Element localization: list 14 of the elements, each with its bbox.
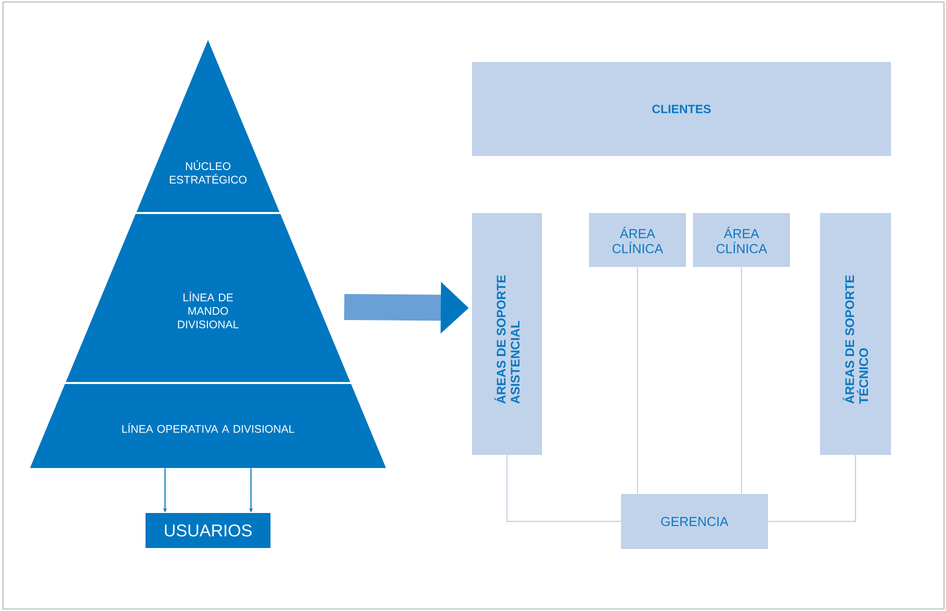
connector-line	[768, 455, 856, 522]
process-box: ÁREA CLÍNICA	[589, 213, 686, 267]
connector-line	[506, 455, 621, 522]
process-box: ÁREA CLÍNICA	[693, 213, 790, 267]
connector-line	[636, 267, 638, 494]
process-box: USUARIOS	[146, 512, 270, 548]
pyramid-band: LÍNEA DE MANDO DIVISIONAL	[66, 214, 350, 382]
process-box: GERENCIA	[621, 494, 768, 549]
process-box: CLIENTES	[472, 62, 891, 156]
connector-line	[740, 267, 742, 494]
pyramid-band: LÍNEA OPERATIVA A DIVISIONAL	[30, 384, 386, 468]
pyramid-band: NÚCLEO ESTRATÉGICO	[136, 40, 280, 212]
process-box: ÁREAS DE SOPORTE TÉCNICO	[820, 213, 891, 455]
process-box: ÁREAS DE SOPORTE ASISTENCIAL	[472, 213, 542, 455]
